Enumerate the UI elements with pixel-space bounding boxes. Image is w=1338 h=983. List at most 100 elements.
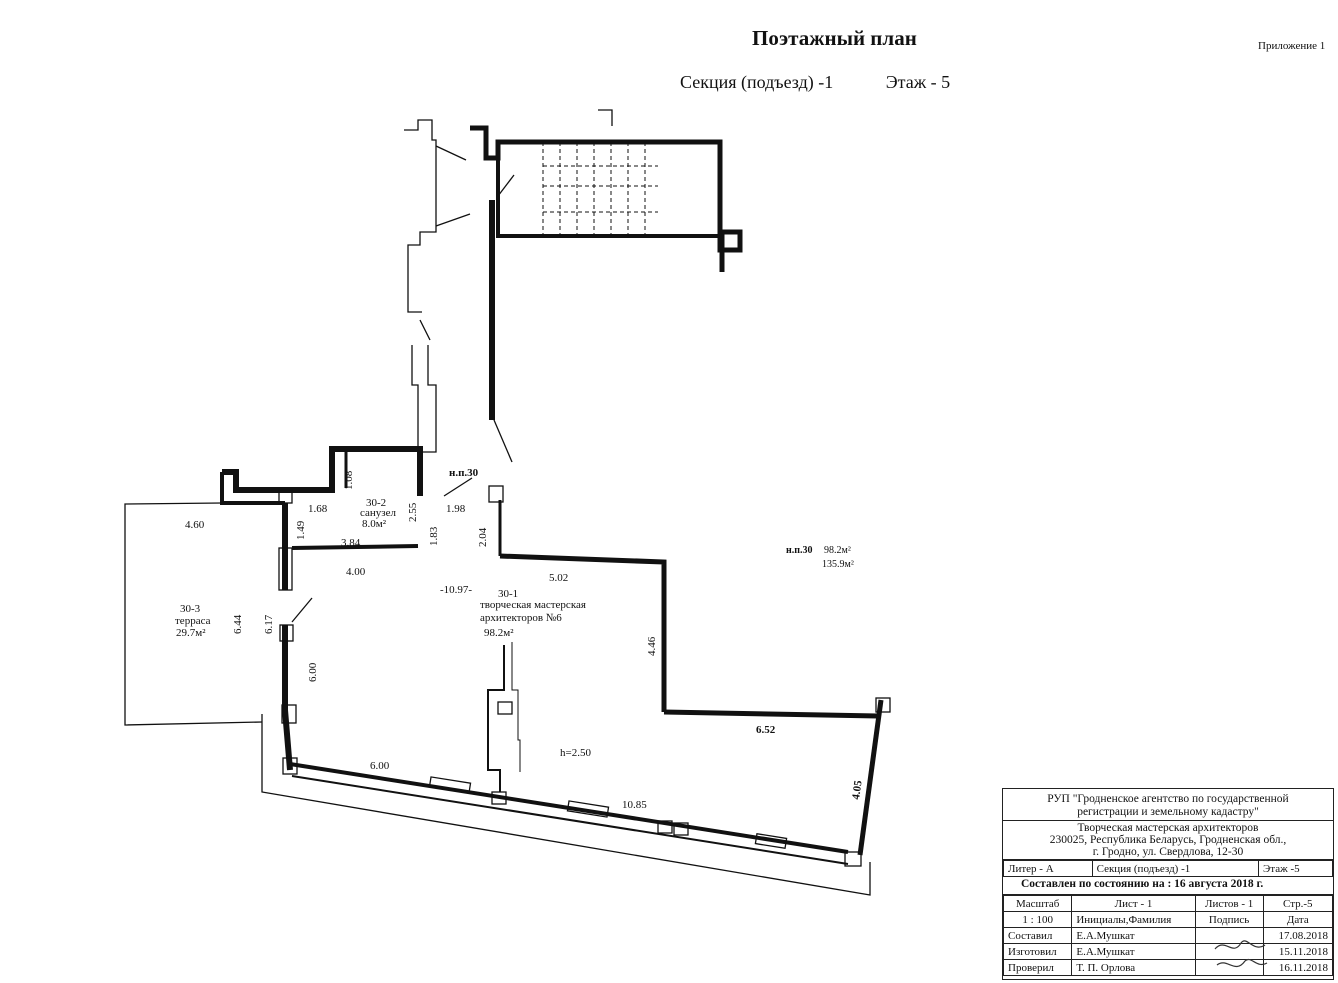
dim-1085: 10.85: [622, 799, 647, 811]
initials-label: Инициалы,Фамилия: [1071, 911, 1196, 928]
door-swing-stair: [497, 174, 515, 197]
dim-204: 2.04: [477, 527, 489, 547]
terrace-outline: [124, 502, 263, 726]
np-marker: н.п.30: [449, 467, 479, 479]
name-cell: Т. П. Орлова: [1071, 959, 1196, 976]
stair-walls: [470, 125, 743, 272]
wall-partition-outer: [511, 642, 521, 772]
wall-partition: [487, 645, 505, 792]
terrace-name: терраса: [175, 615, 211, 627]
page-title: Поэтажный план: [752, 26, 917, 50]
object-name: Творческая мастерская архитекторов: [1077, 822, 1259, 834]
summary-code: н.п.30: [786, 545, 813, 556]
window-1: [428, 776, 472, 794]
wall-top-left-outer: [220, 472, 285, 505]
floor-label: Этаж - 5: [885, 72, 951, 92]
door-swing-top: [435, 145, 467, 161]
org-line-2: регистрации и земельному кадастру": [1077, 806, 1259, 818]
dim-384: 3.84: [341, 537, 361, 549]
terrace-id: 30-3: [180, 603, 201, 615]
title-block: РУП "Гродненское агентство по государств…: [1002, 788, 1334, 980]
dim-149: 1.49: [295, 520, 307, 540]
window-3: [754, 832, 788, 850]
dim-terrace-width: 4.60: [185, 519, 205, 531]
column-4: [281, 704, 297, 724]
sheets-label: Листов - 1: [1194, 895, 1264, 912]
column-10: [875, 697, 891, 713]
wall-left: [282, 503, 293, 771]
column-12: [497, 701, 513, 715]
scale-label: Масштаб: [1002, 895, 1073, 912]
state-date: Составлен по состоянию на : 16 августа 2…: [1003, 877, 1333, 895]
column-7: [657, 820, 673, 834]
sheet-label: Лист - 1: [1071, 895, 1196, 912]
date-cell: 17.08.2018: [1262, 927, 1334, 944]
column-8: [673, 822, 689, 836]
stair-inner-walls: [496, 160, 720, 238]
signature-row: Проверил Т. П. Орлова 16.11.2018: [1002, 959, 1334, 976]
title-block-meta: Литер - А Секция (подъезд) -1 Этаж -5: [1003, 860, 1333, 877]
toilet-name: санузел: [360, 507, 397, 519]
dim-600-vertical: 6.00: [307, 662, 319, 682]
page-label: Стр.-5: [1262, 895, 1334, 912]
liter-cell: Литер - А: [1003, 860, 1093, 877]
signature-row: Изготовил Е.А.Мушкат 15.11.2018: [1002, 943, 1334, 960]
address-line-2: г. Гродно, ул. Свердлова, 12-30: [1092, 846, 1244, 858]
name-cell: Е.А.Мушкат: [1071, 927, 1196, 944]
toilet-area: 8.0м²: [362, 518, 387, 530]
section-label: Секция (подъезд) -1: [680, 72, 834, 92]
door-swing-mid: [435, 213, 471, 227]
floor-cell: Этаж -5: [1258, 860, 1333, 877]
dim-255: 2.55: [407, 502, 419, 522]
wall-top-left: [222, 446, 423, 496]
door-swing-toilet: [443, 477, 473, 497]
studio-id: 30-1: [498, 588, 518, 600]
toilet-id: 30-2: [366, 497, 386, 509]
wall-right: [857, 699, 884, 856]
summary-area-1: 98.2м²: [824, 545, 851, 556]
dim-108: 1.08: [343, 470, 355, 490]
dim-405: 4.05: [850, 779, 865, 800]
ceiling-height: h=2.50: [560, 747, 591, 759]
handwritten-signature: [1214, 940, 1268, 968]
wall-toilet-bottom: [291, 544, 419, 550]
terrace-area: 29.7м²: [176, 627, 206, 639]
column-11: [488, 485, 504, 503]
date-cell: 16.11.2018: [1262, 959, 1334, 976]
window-2: [566, 800, 610, 818]
studio-area: 98.2м²: [484, 627, 514, 639]
scale-value: 1 : 100: [1002, 911, 1073, 928]
dim-502: 5.02: [549, 572, 568, 584]
facade-inner: [289, 762, 849, 854]
role-cell: Составил: [1002, 927, 1073, 944]
dim-644: 6.44: [232, 614, 244, 634]
column-3: [279, 624, 294, 642]
plan-labels: 4.60 1.68 1.08 2.55 1.98 1.49 3.84 1.83 …: [175, 467, 865, 811]
dim-198: 1.98: [446, 503, 466, 515]
title-block-signatures: Масштаб Лист - 1 Листов - 1 Стр.-5 1 : 1…: [1002, 895, 1334, 976]
org-line-1: РУП "Гродненское агентство по государств…: [1047, 793, 1289, 805]
signature-label: Подпись: [1194, 911, 1264, 928]
dim-168: 1.68: [308, 503, 328, 515]
column-1: [278, 489, 293, 504]
role-cell: Изготовил: [1002, 943, 1073, 960]
door-swing-left: [291, 597, 313, 623]
section-floor-heading: Секция (подъезд) -1 Этаж - 5: [680, 72, 950, 93]
signature-row: Составил Е.А.Мушкат 17.08.2018: [1002, 927, 1334, 944]
corridor-outline-lower: [411, 345, 437, 453]
wall-inner-bottom: [663, 709, 879, 719]
studio-name-1: творческая мастерская: [480, 599, 586, 611]
name-cell: Е.А.Мушкат: [1071, 943, 1196, 960]
dim-600-horizontal: 6.00: [370, 760, 390, 772]
studio-name-2: архитекторов №6: [480, 612, 562, 624]
plan-walls: [124, 109, 891, 896]
title-block-organization: РУП "Гродненское агентство по государств…: [1003, 789, 1333, 821]
title-block-object: Творческая мастерская архитекторов 23002…: [1003, 821, 1333, 860]
column-9: [844, 851, 862, 867]
chimney-top: [598, 109, 613, 126]
summary-area-2: 135.9м²: [822, 559, 854, 570]
date-cell: 15.11.2018: [1262, 943, 1334, 960]
role-cell: Проверил: [1002, 959, 1073, 976]
appendix-label: Приложение 1: [1258, 40, 1326, 52]
stair-treads: [542, 142, 658, 236]
